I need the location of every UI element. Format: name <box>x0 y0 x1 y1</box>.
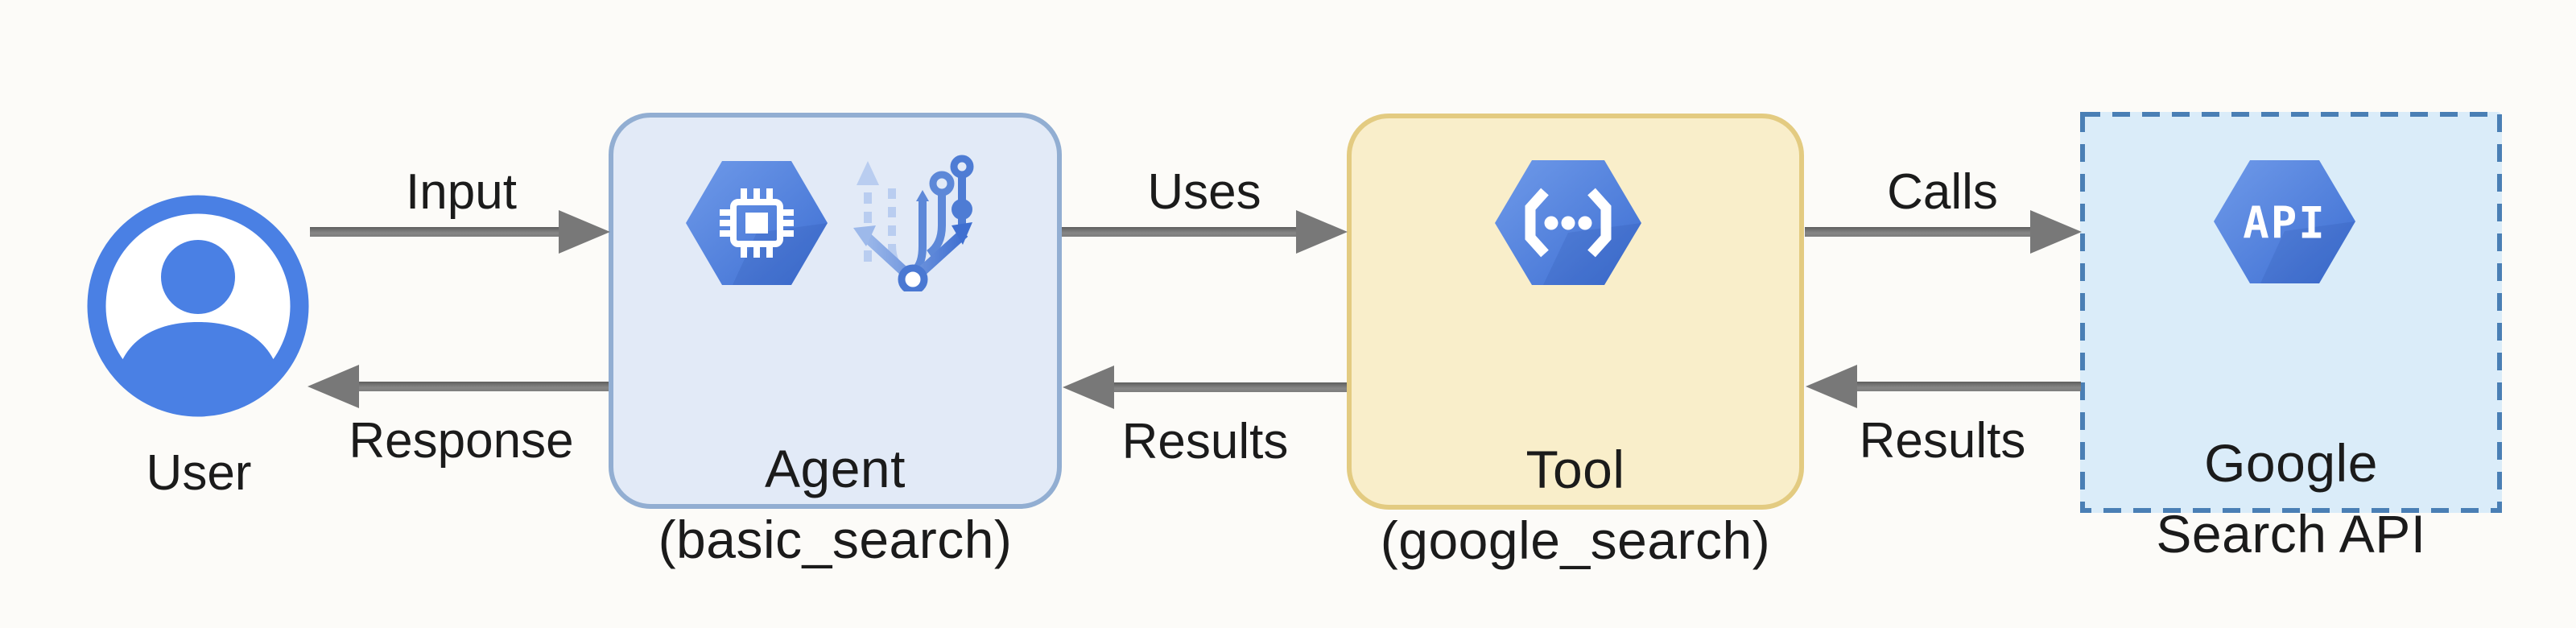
response-arrow-label: Response <box>349 413 574 469</box>
input-arrow-label: Input <box>406 164 517 220</box>
api-node-dashed-border <box>2080 112 2502 513</box>
calls-arrow-label: Calls <box>1887 164 1998 220</box>
user-label: User <box>146 445 252 501</box>
results-right-arrow-label: Results <box>1859 413 2026 469</box>
agent-title-block: Agent (basic_search) <box>613 433 1057 575</box>
api-title-block: Google Search API <box>2080 428 2502 569</box>
api-title-line2: Search API <box>2156 504 2426 564</box>
code-brackets-hexagon-icon <box>1495 160 1641 285</box>
agent-title: Agent <box>765 439 906 498</box>
tool-title: Tool <box>1525 440 1625 499</box>
uses-arrow-label: Uses <box>1147 164 1261 220</box>
results-mid-arrow-label: Results <box>1121 414 1289 469</box>
api-hex-label: API <box>2243 198 2326 249</box>
agent-subtitle: (basic_search) <box>658 510 1013 569</box>
api-hexagon-icon: API <box>2214 160 2355 283</box>
user-avatar-icon <box>87 195 309 417</box>
agent-node: Agent (basic_search) <box>609 113 1062 569</box>
branch-flow-icon <box>853 155 974 291</box>
compute-chip-hexagon-icon <box>686 161 828 285</box>
api-title-line1: Google <box>2204 433 2378 493</box>
tool-subtitle: (google_search) <box>1380 510 1771 570</box>
tool-title-block: Tool (google_search) <box>1352 434 1799 576</box>
